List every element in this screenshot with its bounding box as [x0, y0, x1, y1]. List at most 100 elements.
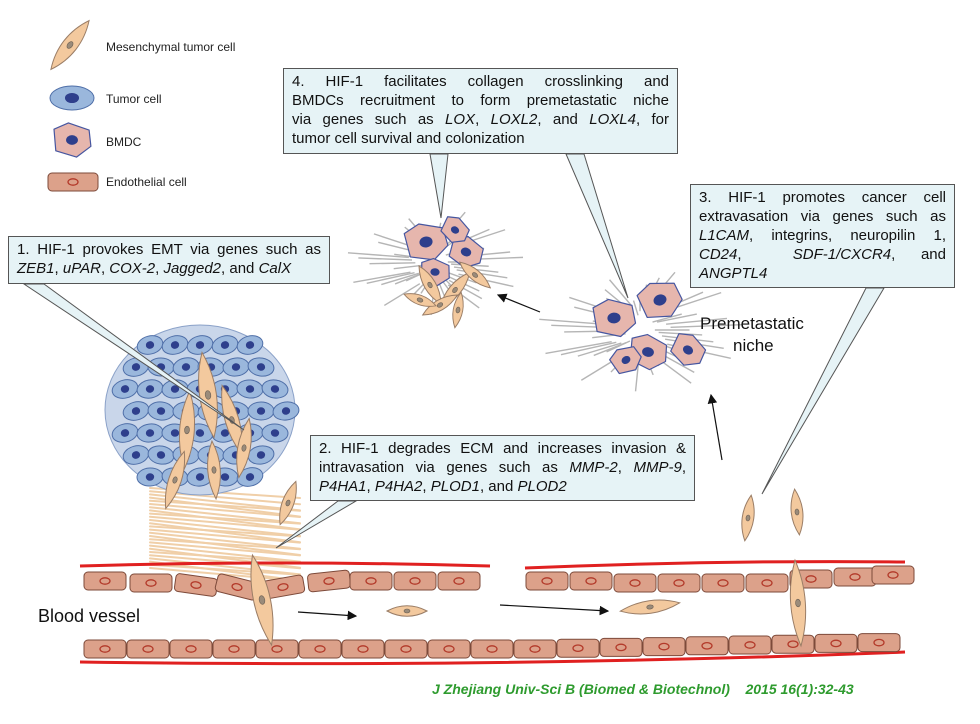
endothelial-cell — [857, 633, 901, 653]
tumor-cell — [136, 423, 164, 443]
arrow-circulation — [499, 604, 610, 616]
tumor-cell — [247, 357, 275, 377]
citation-reference: 2015 16(1):32-43 — [745, 681, 854, 697]
endothelial-cell — [657, 573, 701, 593]
gene-angptl4: ANGPTL4 — [699, 265, 768, 282]
mesenchymal-cell — [418, 265, 442, 305]
bmdc-cell — [636, 282, 683, 319]
tumor-cell — [122, 445, 150, 465]
tumor-cell — [111, 423, 139, 443]
endothelial-cell — [745, 573, 789, 593]
tumor-cell — [111, 379, 139, 399]
callout-3-line-1: 3. HIF-1 promotes cancer cell — [699, 189, 946, 206]
callout-4-line-2: BMDCs recruitment to form premetastatic … — [292, 92, 669, 109]
tumor-cell — [272, 401, 300, 421]
callout-3-pointer — [761, 287, 885, 495]
citation-journal: J Zhejiang Univ-Sci B (Biomed & Biotechn… — [432, 681, 730, 697]
callout-4-line-1: 4. HIF-1 facilitates collagen crosslinki… — [292, 73, 669, 90]
mesenchymal-cell — [789, 558, 807, 648]
endothelial-cell — [437, 571, 481, 591]
gene-jagged2: Jagged2 — [163, 260, 222, 277]
tumor-cell — [236, 335, 264, 355]
endothelial-cell — [525, 571, 569, 591]
gene-l1cam: L1CAM — [699, 227, 750, 244]
bmdc-cell — [403, 223, 449, 261]
premetastatic-niche-label-2: niche — [733, 336, 774, 355]
endothelial-cell — [728, 635, 772, 655]
endothelial-cell — [771, 634, 815, 654]
endothelial-cell — [470, 639, 514, 659]
legend-endothelial-icon — [47, 172, 99, 192]
callout-2-line-1: 2. HIF-1 degrades ECM and increases inva… — [319, 440, 686, 457]
callout-4-line-3: via genes such as LOX, LOXL2, and LOXL4,… — [292, 111, 669, 128]
bmdc-cell — [448, 236, 484, 269]
bmdc-cell — [592, 298, 637, 338]
endothelial-cell — [129, 573, 173, 593]
callout-4-pointer-left — [429, 153, 449, 219]
vessel-wall-upper-right — [524, 560, 906, 570]
callout-2-line-2: intravasation via genes such as MMP-2, M… — [319, 459, 686, 476]
endothelial-cell — [83, 639, 127, 659]
tumor-cell — [122, 401, 150, 421]
tumor-cell — [186, 467, 214, 487]
callout-3-line-4: CD24, SDF-1/CXCR4, and — [699, 246, 946, 263]
callout-2-pointer — [275, 500, 358, 549]
callout-1-pointer — [22, 283, 245, 431]
mesenchymal-cell — [421, 294, 459, 316]
migrating-mesenchymal-cells — [250, 480, 807, 648]
endothelial-cell — [298, 639, 342, 659]
vessel-wall-lower — [79, 650, 906, 666]
bmdc-cell — [670, 333, 707, 366]
callout-2-ecm-invasion: 2. HIF-1 degrades ECM and increases inva… — [310, 435, 695, 501]
mesenchymal-cell — [236, 417, 252, 479]
arrow-niche-to-colonization — [496, 293, 541, 313]
tumor-cell — [247, 445, 275, 465]
callout-2-line-3: P4HA1, P4HA2, PLOD1, and PLOD2 — [319, 478, 567, 495]
endothelial-cell — [701, 573, 745, 593]
tumor-cell — [261, 423, 289, 443]
arrow-intravasation — [297, 610, 358, 621]
gene-plod2: PLOD2 — [517, 478, 567, 495]
legend-mesenchymal-label: Mesenchymal tumor cell — [106, 40, 236, 54]
gene-lox: LOX — [445, 111, 476, 128]
arrow-extravasation-up — [707, 393, 723, 461]
endothelial-cell — [599, 637, 643, 657]
gene-cd24: CD24 — [699, 246, 738, 263]
endothelial-cell — [427, 639, 471, 659]
gene-cox2: COX-2 — [109, 260, 156, 277]
endothelial-cell — [384, 639, 428, 659]
endothelial-cell — [814, 633, 858, 653]
endothelial-cell — [126, 639, 170, 659]
gene-mmp9: MMP-9 — [633, 459, 682, 476]
endothelial-cell — [556, 638, 600, 658]
callout-1-emt: 1. HIF-1 provokes EMT via genes such as … — [8, 236, 330, 284]
callout-4-pointer-right — [565, 153, 629, 299]
premetastatic-niche-label-1: Premetastatic — [700, 314, 804, 333]
endothelial-cell — [871, 565, 915, 585]
endothelial-cell — [173, 573, 219, 597]
tumor-cell — [247, 401, 275, 421]
endothelial-cell — [307, 569, 351, 593]
legend-tumor-label: Tumor cell — [106, 92, 162, 106]
gene-upar: uPAR — [62, 260, 101, 277]
gene-mmp2: MMP-2 — [569, 459, 618, 476]
bmdc-cell — [609, 346, 642, 375]
endothelial-cell — [685, 636, 729, 656]
gene-p4ha2: P4HA2 — [374, 478, 423, 495]
endothelial-cell — [569, 571, 613, 591]
gene-p4ha1: P4HA1 — [319, 478, 367, 495]
endothelial-cell — [642, 637, 686, 657]
endothelial-cell — [613, 573, 657, 593]
endothelial-cell — [513, 639, 557, 659]
gene-loxl4: LOXL4 — [589, 111, 636, 128]
mesenchymal-cell — [741, 494, 755, 542]
callout-4-line-4: tumor cell survival and colonization — [292, 130, 525, 147]
endothelial-cell — [169, 639, 213, 659]
mesenchymal-cell — [458, 261, 492, 289]
mesenchymal-cell — [279, 480, 297, 526]
gene-plod1: PLOD1 — [430, 478, 480, 495]
callout-3-line-2: extravasation via genes such as — [699, 208, 946, 225]
mesenchymal-cell — [403, 293, 437, 307]
legend-bmdc-label: BMDC — [106, 135, 142, 149]
